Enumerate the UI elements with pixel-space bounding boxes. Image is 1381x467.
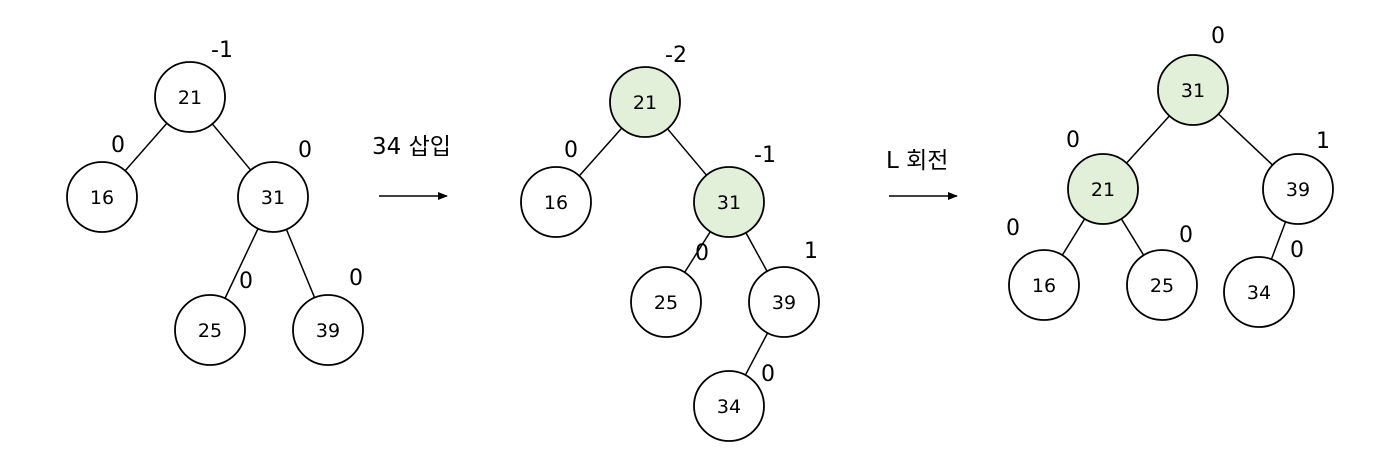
node-key-label: 34 <box>1247 282 1271 304</box>
tree-node: 31 <box>1157 54 1229 126</box>
node-circle <box>693 370 765 442</box>
tree-node: 34 <box>693 370 765 442</box>
balance-factor-label: 0 <box>564 138 578 163</box>
node-circle <box>1262 153 1334 225</box>
node-key-label: 21 <box>1091 179 1115 201</box>
tree-edge <box>1217 113 1274 166</box>
node-key-label: 34 <box>717 396 741 418</box>
node-circle <box>1223 256 1295 328</box>
balance-factor-label: -1 <box>211 38 233 63</box>
node-key-label: 39 <box>316 320 340 342</box>
balance-factor-label: 0 <box>239 269 253 294</box>
node-key-label: 21 <box>178 87 202 109</box>
tree-edge <box>224 228 259 299</box>
tree-edge <box>285 229 316 298</box>
tree-node: 21 <box>609 66 681 138</box>
node-circle <box>1157 54 1229 126</box>
node-circle <box>66 161 138 233</box>
operation-rotation: L 회전 <box>886 148 958 200</box>
tree-edge <box>578 127 623 177</box>
operation-insert: 34 삽입 <box>372 134 451 200</box>
node-key-label: 31 <box>1181 80 1205 102</box>
node-circle <box>1067 153 1139 225</box>
tree-node: 16 <box>66 161 138 233</box>
balance-factor-label: 0 <box>111 133 125 158</box>
tree-edge <box>211 123 252 171</box>
node-circle <box>154 61 226 133</box>
tree-edge <box>666 128 708 176</box>
node-key-label: 16 <box>1032 275 1056 297</box>
tree-edge <box>1270 221 1287 260</box>
balance-factor-label: 0 <box>1179 223 1193 248</box>
node-circle <box>292 294 364 366</box>
node-key-label: 25 <box>1150 275 1174 297</box>
tree-edge <box>684 231 711 273</box>
node-key-label: 31 <box>261 187 285 209</box>
node-key-label: 39 <box>772 292 796 314</box>
tree-edge <box>1125 115 1171 164</box>
node-circle <box>174 294 246 366</box>
tree-node: 34 <box>1223 256 1295 328</box>
balance-factor-label: 1 <box>1316 129 1330 154</box>
node-circle <box>237 161 309 233</box>
balance-factor-label: 0 <box>1290 238 1304 263</box>
tree-edge <box>124 122 168 172</box>
balance-factor-label: 0 <box>1211 24 1225 49</box>
balance-factor-label: 0 <box>695 241 709 266</box>
tree-edge <box>1061 218 1086 256</box>
tree-node: 21 <box>154 61 226 133</box>
balance-factor-label: 1 <box>804 239 818 264</box>
node-key-label: 16 <box>544 192 568 214</box>
operation-insert-label: 34 삽입 <box>372 134 451 160</box>
node-key-label: 21 <box>633 92 657 114</box>
tree-node: 25 <box>1126 249 1198 321</box>
balance-factor-label: 0 <box>1066 128 1080 153</box>
node-key-label: 25 <box>198 320 222 342</box>
node-circle <box>630 266 702 338</box>
node-circle <box>1126 249 1198 321</box>
tree-node: 16 <box>1008 249 1080 321</box>
node-circle <box>748 266 820 338</box>
tree-node: 31 <box>693 166 765 238</box>
tree-edge <box>1120 218 1145 256</box>
balance-factor-label: -2 <box>665 43 687 68</box>
balance-factor-label: -1 <box>754 143 776 168</box>
node-key-label: 39 <box>1286 179 1310 201</box>
tree-edge <box>744 332 769 376</box>
node-circle <box>693 166 765 238</box>
balance-factor-label: 0 <box>298 138 312 163</box>
node-circle <box>1008 249 1080 321</box>
tree-node: 16 <box>520 166 592 238</box>
tree-node: 39 <box>1262 153 1334 225</box>
balance-factor-label: 0 <box>1006 216 1020 241</box>
node-key-label: 25 <box>654 292 678 314</box>
balance-factor-label: 0 <box>761 362 775 387</box>
tree-node: 25 <box>630 266 702 338</box>
node-key-label: 31 <box>717 192 741 214</box>
node-circle <box>520 166 592 238</box>
tree-edge <box>745 232 768 272</box>
balance-factor-label: 0 <box>349 266 363 291</box>
tree-node: 39 <box>292 294 364 366</box>
operation-rotation-label: L 회전 <box>886 148 948 174</box>
tree-node: 39 <box>748 266 820 338</box>
node-key-label: 16 <box>90 187 114 209</box>
tree-node: 31 <box>237 161 309 233</box>
tree-node: 21 <box>1067 153 1139 225</box>
tree-node: 25 <box>174 294 246 366</box>
node-circle <box>609 66 681 138</box>
